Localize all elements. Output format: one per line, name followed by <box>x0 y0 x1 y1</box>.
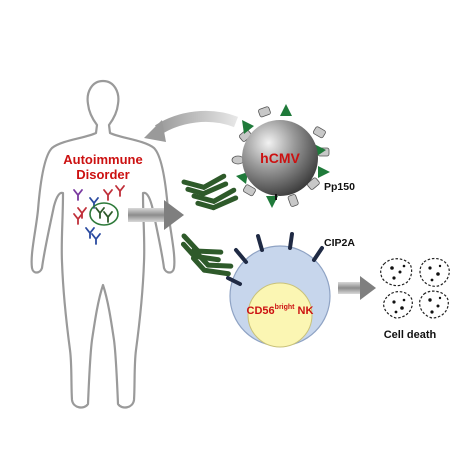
cell-death-label: Cell death <box>384 329 437 341</box>
antibody-icon <box>179 236 232 278</box>
disorder-label-line1: Autoimmune <box>63 152 142 167</box>
arrow-icon <box>338 276 376 300</box>
cell-debris <box>390 264 442 314</box>
nk-cell-icon <box>226 232 331 348</box>
autoantibody-cluster <box>73 185 125 245</box>
highlighted-antibody-ring <box>89 202 119 226</box>
human-outline-icon <box>30 79 176 409</box>
arrow-icon <box>128 200 184 230</box>
cip2a-receptor-icon <box>226 232 324 286</box>
cip2a-label: CIP2A <box>324 237 355 249</box>
virus-label: hCMV <box>260 150 300 166</box>
curved-arrow-icon <box>144 110 238 142</box>
nk-cell-label: CD56bright NK <box>247 304 314 317</box>
dying-cell-icon <box>380 257 450 319</box>
disorder-label-line2: Disorder <box>76 167 129 182</box>
pp150-label: Pp150 <box>324 181 355 193</box>
antibody-icon <box>184 172 237 211</box>
nk-label-main: CD56 <box>247 305 275 317</box>
nk-label-suffix: NK <box>295 305 314 317</box>
virus-particle-icon <box>231 104 330 208</box>
nk-label-sup: bright <box>275 304 295 311</box>
